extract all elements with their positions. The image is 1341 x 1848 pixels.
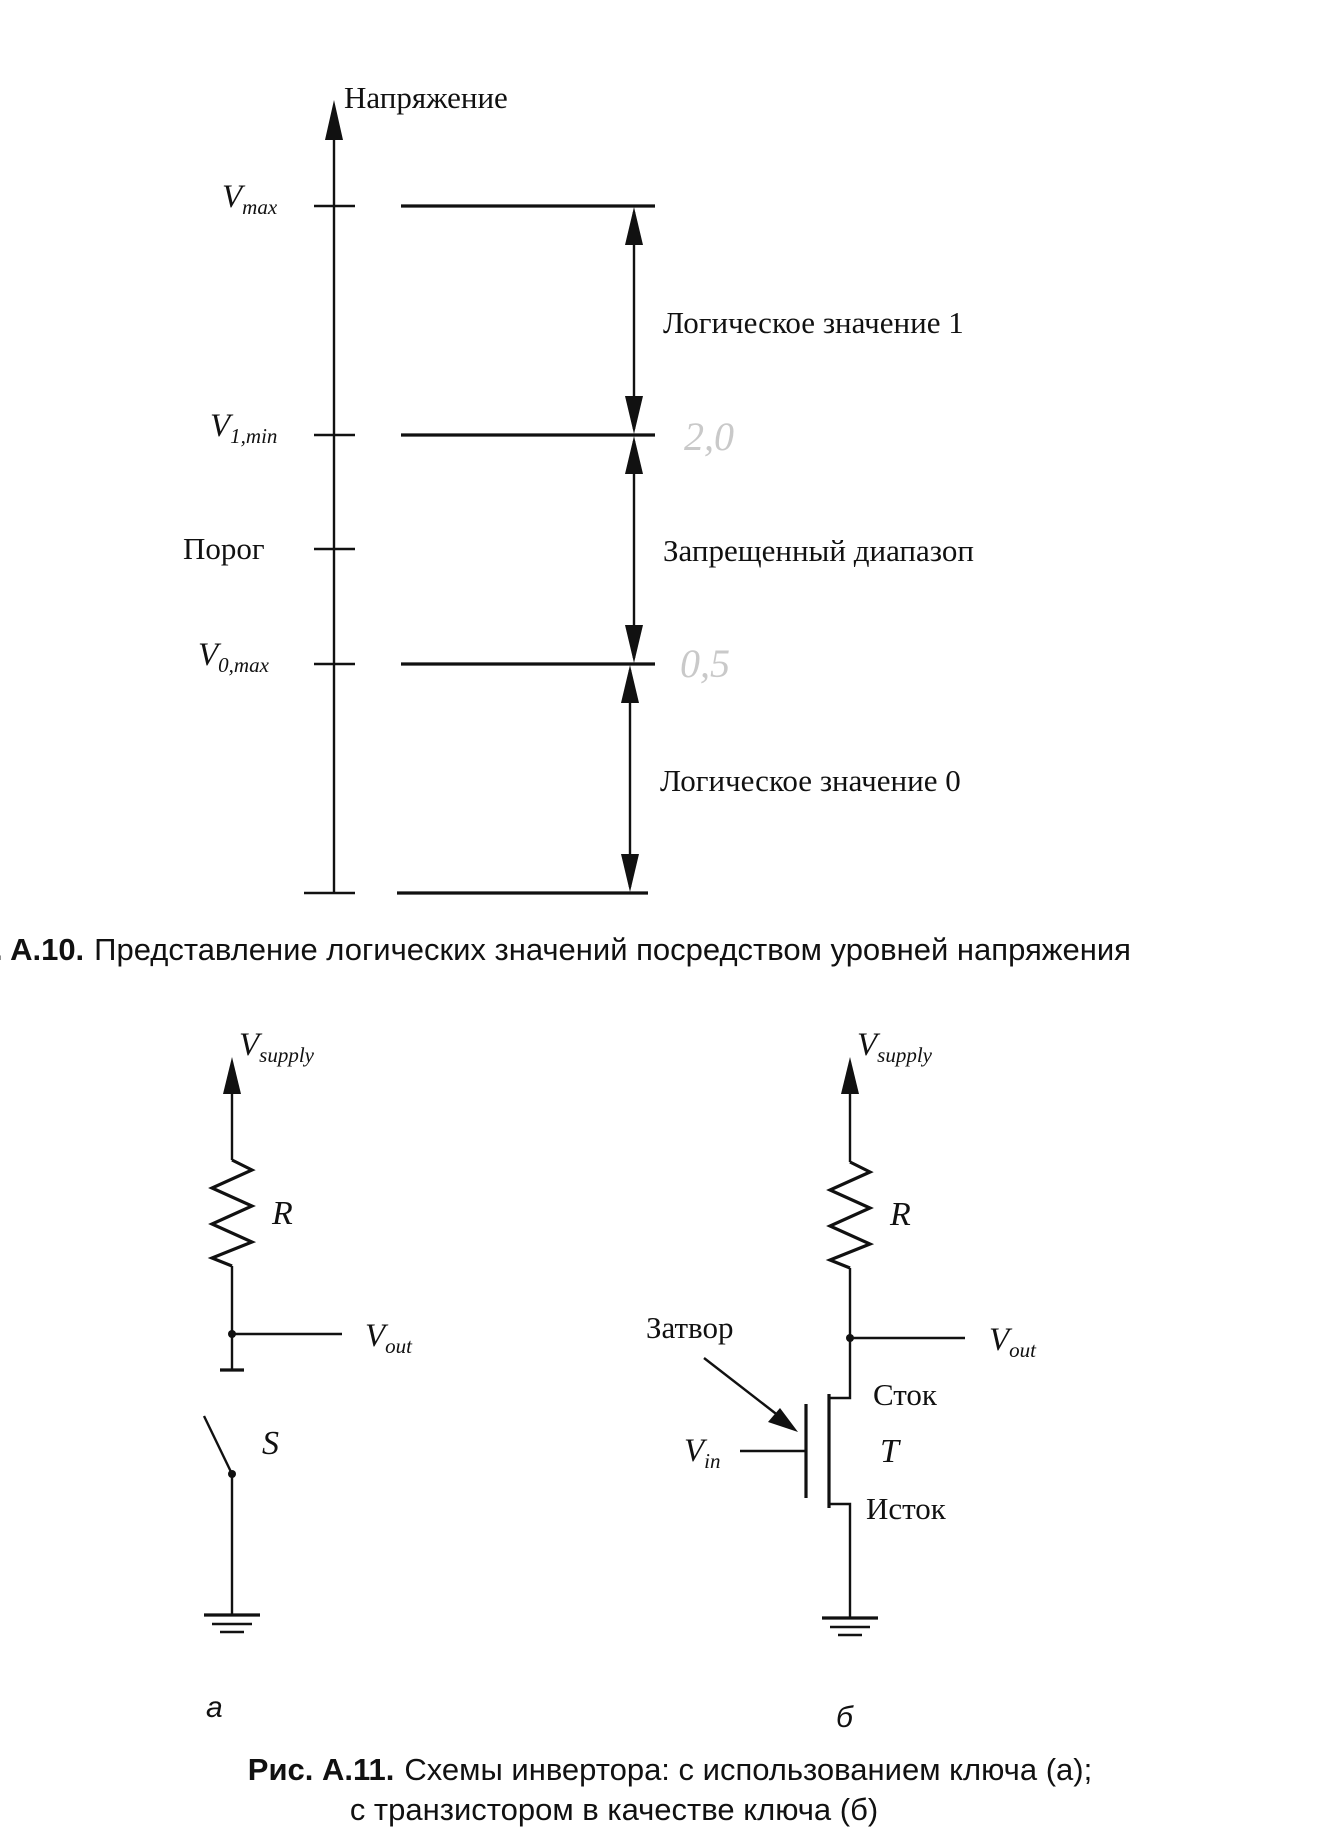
supply-arrow-icon: [223, 1057, 241, 1094]
label-source: Исток: [866, 1491, 947, 1526]
ground-icon: [204, 1613, 260, 1634]
caption-a10: . A.10.Представление логических значений…: [0, 932, 1131, 967]
panel-label-b: б: [836, 1701, 854, 1734]
handwritten-note-upper: 2,0: [684, 414, 734, 459]
switch-blade: [202, 1415, 234, 1475]
figure-a10: Напряжение Vmax V1,min Порог V0,max: [0, 80, 1131, 967]
label-gate: Затвор: [646, 1310, 733, 1345]
range-arrow-logic1: [625, 207, 643, 434]
label-resistor-left: R: [271, 1195, 293, 1232]
label-vout-left: Vout: [365, 1318, 413, 1358]
panel-label-a: а: [206, 1691, 223, 1724]
label-resistor-right: R: [889, 1196, 911, 1233]
caption-a11-line1: Рис. A.11.Схемы инвертора: с использован…: [248, 1752, 1092, 1787]
range-arrow-logic0: [621, 665, 639, 892]
range-label-forbidden: Запрещенный диапазоп: [663, 533, 974, 568]
label-v1min: V1,min: [210, 408, 277, 448]
handwritten-note-lower: 0,5: [680, 641, 730, 686]
label-threshold: Порог: [183, 531, 265, 566]
supply-arrow-icon: [841, 1057, 859, 1094]
label-vout-right: Vout: [989, 1322, 1037, 1362]
figure-a11-left-inverter-switch: Vsupply R Vout S а: [202, 1027, 413, 1724]
gate-pointer-line: [703, 1357, 785, 1421]
resistor-symbol-left: [207, 1158, 257, 1268]
label-vsupply-left: Vsupply: [239, 1027, 315, 1067]
label-transistor-t: T: [880, 1433, 901, 1470]
ground-icon: [822, 1616, 878, 1637]
gate-pointer-arrow-icon: [768, 1408, 798, 1432]
caption-a11: Рис. A.11.Схемы инвертора: с использован…: [248, 1752, 1092, 1827]
transistor-symbol: [740, 1378, 852, 1526]
label-v0max: V0,max: [198, 637, 270, 677]
caption-a11-line2: с транзистором в качестве ключа (б): [350, 1792, 878, 1827]
figure-a11-right-inverter-transistor: Vsupply R Vout Сток T Исток Vin Затвор б: [646, 1027, 1037, 1734]
label-vsupply-right: Vsupply: [857, 1027, 933, 1067]
voltage-axis-arrow-icon: [325, 100, 343, 140]
range-arrow-forbidden: [625, 436, 643, 663]
range-label-logic1: Логическое значение 1: [663, 305, 964, 340]
voltage-axis-label: Напряжение: [344, 80, 508, 115]
label-vmax: Vmax: [222, 179, 278, 219]
resistor-symbol-right: [825, 1160, 875, 1270]
label-vin: Vin: [684, 1433, 721, 1473]
label-drain: Сток: [873, 1377, 938, 1412]
range-label-logic0: Логическое значение 0: [660, 763, 961, 798]
label-switch-s: S: [262, 1425, 279, 1462]
